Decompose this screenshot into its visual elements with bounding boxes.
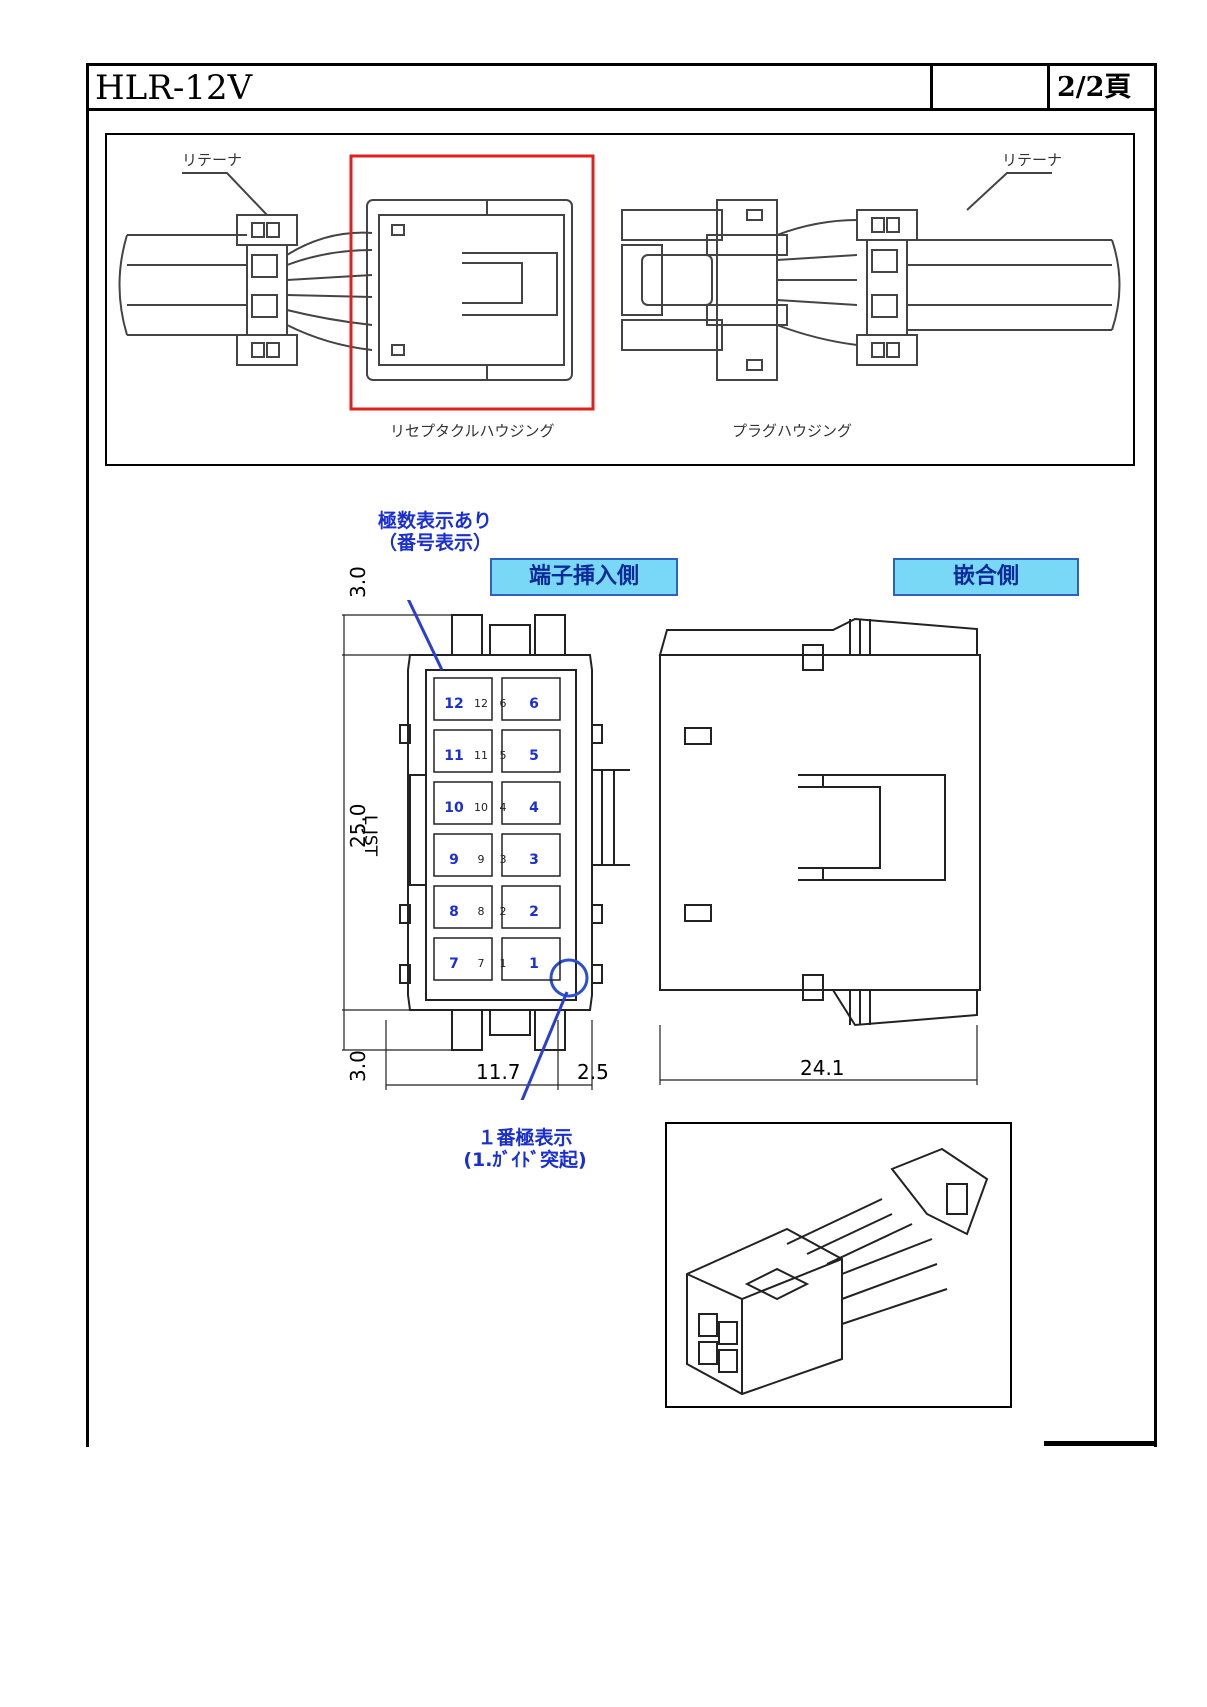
pin-label: 6 xyxy=(529,696,539,712)
pin-label: 4 xyxy=(529,800,539,816)
bottom-rule xyxy=(1044,1441,1157,1446)
pin-label: 10 xyxy=(444,800,464,816)
pin-small-label: 9 xyxy=(477,853,485,866)
isometric-view-frame xyxy=(665,1122,1012,1408)
pin1-note-line1: １番極表示 xyxy=(477,1127,573,1149)
mating-side-badge: 嵌合側 xyxy=(893,558,1079,596)
isometric-drawing xyxy=(686,1147,989,1396)
pin-label: 12 xyxy=(444,696,464,712)
pin-labels: 12 11 10 9 8 7 12 11 10 9 8 7 6 5 4 3 2 … xyxy=(434,678,564,990)
pin-small-label: 2 xyxy=(499,905,507,918)
receptacle-housing-label: リセプタクルハウジング xyxy=(390,422,555,440)
pin-number-right-column: 6 5 4 3 2 1 xyxy=(514,678,554,990)
pin-small-label: 7 xyxy=(477,957,485,970)
pin-label: 8 xyxy=(449,904,459,920)
dim-height: 25.0 xyxy=(346,803,370,848)
plug-housing-label: プラグハウジング xyxy=(732,422,853,440)
pin-label: 1 xyxy=(529,956,539,972)
title-block-divider xyxy=(930,66,933,108)
title-block: HLR-12V 2/2頁 xyxy=(86,63,1157,111)
dim-top-offset: 3.0 xyxy=(346,566,370,598)
part-number-title: HLR-12V xyxy=(95,68,253,108)
pin-label: 2 xyxy=(529,904,539,920)
pin-cavity-grid xyxy=(433,677,561,981)
assembly-figure: リテーナ リテーナ リセプタクルハウジング プラグハウジング xyxy=(105,133,1135,466)
pin-small-left-column: 12 11 10 9 8 7 xyxy=(472,678,490,990)
retainer-left-label: リテーナ xyxy=(182,151,243,169)
dim-length: 24.1 xyxy=(800,1056,845,1080)
pin-small-label: 8 xyxy=(477,905,485,918)
pin-number-left-column: 12 11 10 9 8 7 xyxy=(434,678,474,990)
pin-small-label: 6 xyxy=(499,697,507,710)
retainer-right-label: リテーナ xyxy=(1002,151,1063,169)
pole-number-note: 極数表示あり （番号表示） xyxy=(355,510,515,554)
pole-number-note-line1: 極数表示あり xyxy=(377,510,492,532)
receptacle-highlight-frame xyxy=(349,154,595,411)
terminal-side-view xyxy=(342,600,630,1100)
pin-label: 7 xyxy=(449,956,459,972)
pin-small-label: 10 xyxy=(474,801,488,814)
pin1-note-line2: (1.ｶﾞｲﾄﾞ突起) xyxy=(463,1149,587,1171)
pin-label: 11 xyxy=(444,748,464,764)
pin-small-label: 1 xyxy=(499,957,507,970)
title-block-divider xyxy=(1047,66,1050,108)
pin1-marker-note: １番極表示 (1.ｶﾞｲﾄﾞ突起) xyxy=(445,1127,605,1171)
dim-width: 11.7 xyxy=(476,1060,521,1084)
pin-small-label: 4 xyxy=(499,801,507,814)
pin-small-label: 11 xyxy=(474,749,488,762)
pin-small-right-column: 6 5 4 3 2 1 xyxy=(494,678,512,990)
pin-small-label: 5 xyxy=(499,749,507,762)
pin-label: 9 xyxy=(449,852,459,868)
pin-label: 5 xyxy=(529,748,539,764)
dim-side: 2.5 xyxy=(577,1060,609,1084)
dim-bottom-offset: 3.0 xyxy=(346,1050,370,1082)
terminal-side-badge: 端子挿入側 xyxy=(490,558,678,596)
mating-side-view xyxy=(658,617,981,1085)
pole-number-note-line2: （番号表示） xyxy=(377,532,492,554)
pin-label: 3 xyxy=(529,852,539,868)
page-number: 2/2頁 xyxy=(1057,72,1132,103)
pin-small-label: 12 xyxy=(474,697,488,710)
pin-small-label: 3 xyxy=(499,853,507,866)
assembly-drawing xyxy=(118,154,1121,411)
